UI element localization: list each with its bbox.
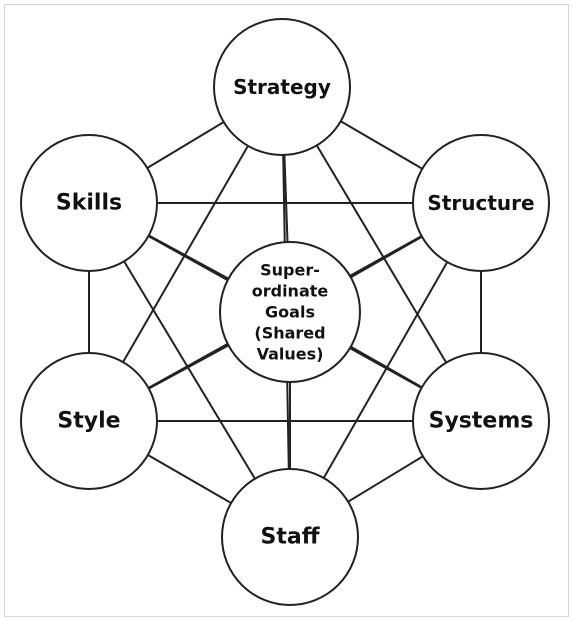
node-label-style: Style	[57, 409, 120, 434]
node-label-shared-values: Goals	[265, 303, 315, 322]
node-label-shared-values: Super-	[260, 261, 320, 280]
node-systems: Systems	[412, 352, 550, 490]
node-label-structure: Structure	[427, 191, 534, 215]
node-circle-staff	[221, 468, 359, 606]
node-label-shared-values: (Shared	[254, 324, 325, 343]
node-style: Style	[20, 352, 158, 490]
node-label-shared-values: Values)	[257, 345, 324, 364]
node-label-systems: Systems	[429, 409, 534, 434]
node-staff: Staff	[221, 468, 359, 606]
node-circle-skills	[20, 134, 158, 272]
node-circle-style	[20, 352, 158, 490]
node-circle-systems	[412, 352, 550, 490]
node-label-staff: Staff	[260, 525, 320, 550]
node-circle-structure	[412, 134, 550, 272]
node-skills: Skills	[20, 134, 158, 272]
node-structure: Structure	[412, 134, 550, 272]
node-strategy: Strategy	[213, 18, 351, 156]
node-circle-shared-values	[219, 241, 361, 383]
node-label-shared-values: ordinate	[252, 282, 329, 301]
node-label-skills: Skills	[56, 191, 122, 216]
node-label-strategy: Strategy	[233, 75, 331, 99]
node-circle-strategy	[213, 18, 351, 156]
